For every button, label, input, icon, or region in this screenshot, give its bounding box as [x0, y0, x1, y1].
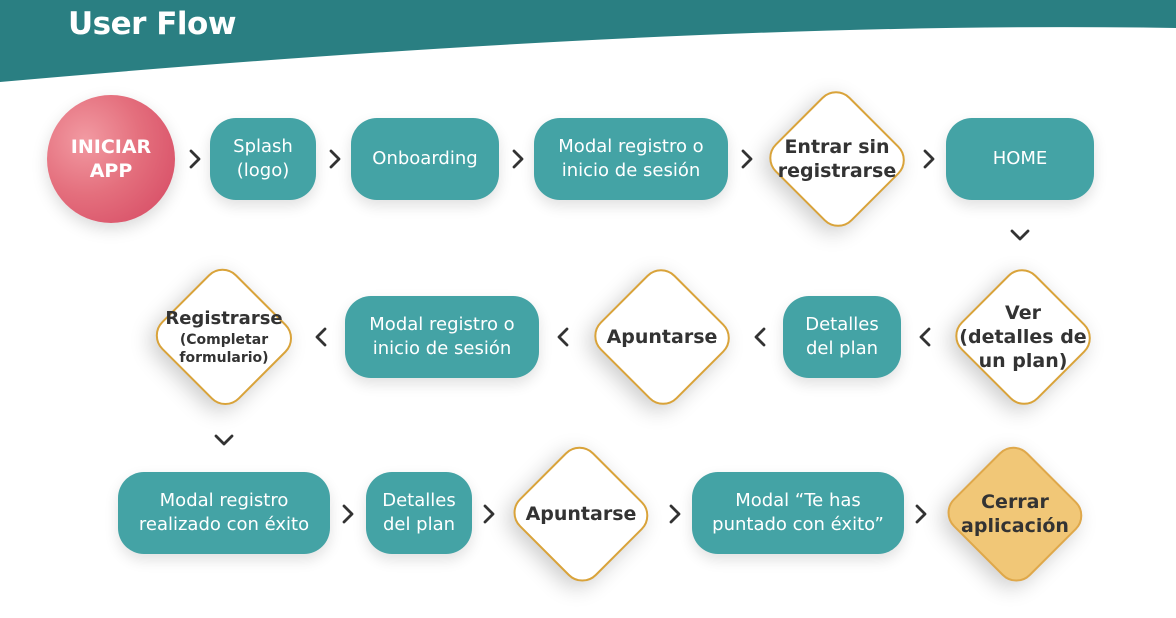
cerrar-app-end[interactable]: Cerrar aplicación	[938, 440, 1092, 588]
apuntarse-label: Apuntarse	[606, 326, 718, 348]
registrarse-decision[interactable]: Registrarse (Completar formulario)	[146, 262, 302, 412]
header-band	[0, 0, 1176, 82]
chevron-right-icon	[180, 144, 210, 174]
home-node[interactable]: HOME	[946, 118, 1094, 200]
entrar-sin-registrarse-decision[interactable]: Entrar sin registrarse	[760, 84, 914, 234]
modal-registro2-label-line2: inicio de sesión	[372, 338, 512, 359]
entrar-label-line1: Entrar sin	[784, 136, 890, 158]
chevron-down-icon	[1005, 220, 1035, 250]
splash-label-line2: (logo)	[236, 160, 290, 181]
onboarding-node[interactable]: Onboarding	[351, 118, 499, 200]
modal-registro-label-line2: inicio de sesión	[561, 160, 701, 181]
page-title: User Flow	[68, 6, 236, 42]
modal-exito-label-line2: realizado con éxito	[138, 514, 310, 535]
start-node[interactable]: INICIAR APP	[47, 95, 175, 223]
modal-exito-label-line1: Modal registro	[159, 490, 289, 511]
modal-exito-node[interactable]: Modal registro realizado con éxito	[118, 472, 330, 554]
chevron-right-icon	[503, 144, 533, 174]
apuntarse-decision[interactable]: Apuntarse	[585, 262, 739, 412]
ver-label-line1: Ver	[1005, 302, 1041, 324]
modal-registro2-label-line1: Modal registro o	[369, 314, 515, 335]
chevron-down-icon	[209, 425, 239, 455]
chevron-left-icon	[910, 322, 940, 352]
start-label-line1: INICIAR	[70, 136, 152, 158]
chevron-right-icon	[660, 499, 690, 529]
chevron-right-icon	[320, 144, 350, 174]
ver-label-line2: (detalles de	[959, 326, 1087, 348]
modal-registro-label-line1: Modal registro o	[558, 136, 704, 157]
chevron-right-icon	[914, 144, 944, 174]
detalles-label-line1: Detalles	[805, 314, 879, 335]
registrarse-label-line1: Registrarse	[165, 308, 283, 329]
ver-detalles-decision[interactable]: Ver (detalles de un plan)	[946, 262, 1100, 412]
registrarse-label-line2: (Completar	[179, 332, 269, 348]
cerrar-label-line1: Cerrar	[981, 491, 1049, 513]
modal-registro-node-2[interactable]: Modal registro o inicio de sesión	[345, 296, 539, 378]
chevron-right-icon	[474, 499, 504, 529]
chevron-right-icon	[732, 144, 762, 174]
chevron-right-icon	[906, 499, 936, 529]
registrarse-label-line3: formulario)	[179, 350, 269, 366]
detalles-label-line2: del plan	[805, 338, 879, 359]
modal-apuntado-label-line1: Modal “Te has	[735, 490, 861, 511]
splash-node[interactable]: Splash (logo)	[210, 118, 316, 200]
detalles2-label-line2: del plan	[382, 514, 456, 535]
onboarding-label: Onboarding	[372, 148, 478, 169]
detalles-plan-node-2[interactable]: Detalles del plan	[366, 472, 472, 554]
apuntarse-decision-2[interactable]: Apuntarse	[504, 440, 658, 588]
chevron-left-icon	[745, 322, 775, 352]
modal-apuntado-node[interactable]: Modal “Te has puntado con éxito”	[692, 472, 904, 554]
cerrar-label-line2: aplicación	[961, 515, 1069, 537]
detalles-plan-node[interactable]: Detalles del plan	[783, 296, 901, 378]
apuntarse2-label: Apuntarse	[525, 503, 637, 525]
detalles2-label-line1: Detalles	[382, 490, 456, 511]
chevron-right-icon	[333, 499, 363, 529]
splash-label-line1: Splash	[233, 136, 293, 157]
modal-registro-node[interactable]: Modal registro o inicio de sesión	[534, 118, 728, 200]
entrar-label-line2: registrarse	[777, 160, 897, 182]
ver-label-line3: un plan)	[978, 350, 1068, 372]
modal-apuntado-label-line2: puntado con éxito”	[712, 514, 884, 535]
chevron-left-icon	[306, 322, 336, 352]
chevron-left-icon	[548, 322, 578, 352]
home-label: HOME	[992, 148, 1048, 169]
start-label-line2: APP	[89, 160, 133, 182]
